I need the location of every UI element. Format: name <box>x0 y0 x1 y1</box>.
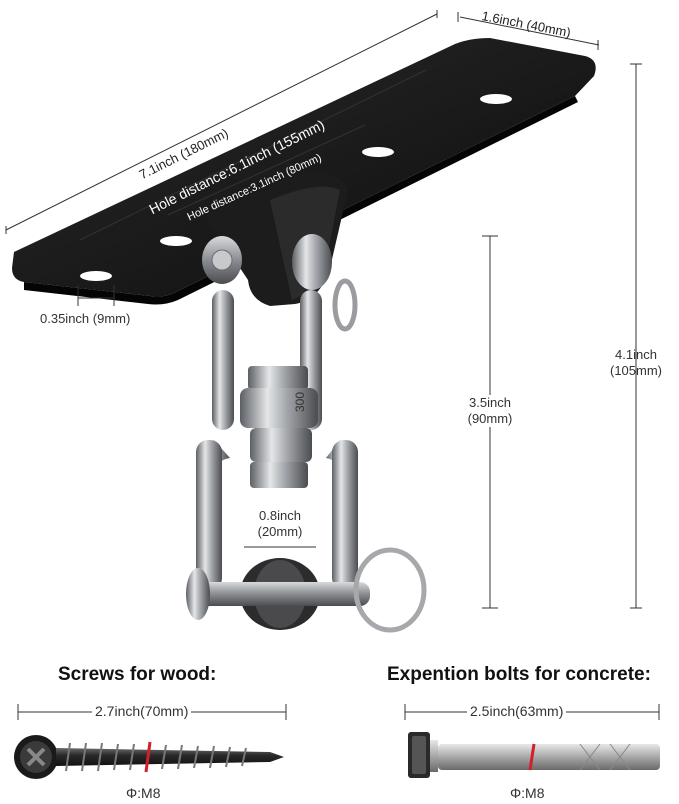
swivel-height-inch: 3.5inch <box>469 395 511 410</box>
shackle-opening-inch: 0.8inch <box>259 508 301 523</box>
wood-screw <box>14 704 287 779</box>
wood-screw-length-label: 2.7inch(70mm) <box>92 703 192 719</box>
plate-hole <box>480 94 512 104</box>
concrete-bolt-length-label: 2.5inch(63mm) <box>467 703 567 719</box>
wood-screws-heading: Screws for wood: <box>58 664 217 685</box>
shackle-opening-mm: (20mm) <box>257 524 303 539</box>
plate-hole <box>160 236 192 246</box>
shackle-opening-label: 0.8inch (20mm) <box>244 508 316 540</box>
total-height-mm: (105mm) <box>609 363 662 378</box>
swivel-height-label: 3.5inch (90mm) <box>455 395 525 427</box>
svg-text:300: 300 <box>293 392 307 412</box>
concrete-bolt-spec: Φ:M8 <box>510 785 545 801</box>
swivel-height-mm: (90mm) <box>467 411 513 426</box>
mounting-plate <box>12 38 596 305</box>
total-height-inch: 4.1inch <box>615 347 657 362</box>
swivel-body: 300 <box>240 366 318 488</box>
total-height-label: 4.1inch (105mm) <box>600 347 672 379</box>
wood-screw-spec: Φ:M8 <box>126 785 161 801</box>
plate-hole <box>362 147 394 157</box>
plate-hole <box>80 271 112 281</box>
hole-diameter-label: 0.35inch (9mm) <box>40 311 131 326</box>
plate-dimension-lines <box>5 10 600 306</box>
concrete-bolts-heading: Expention bolts for concrete: <box>387 664 651 685</box>
lower-shackle <box>186 440 427 633</box>
